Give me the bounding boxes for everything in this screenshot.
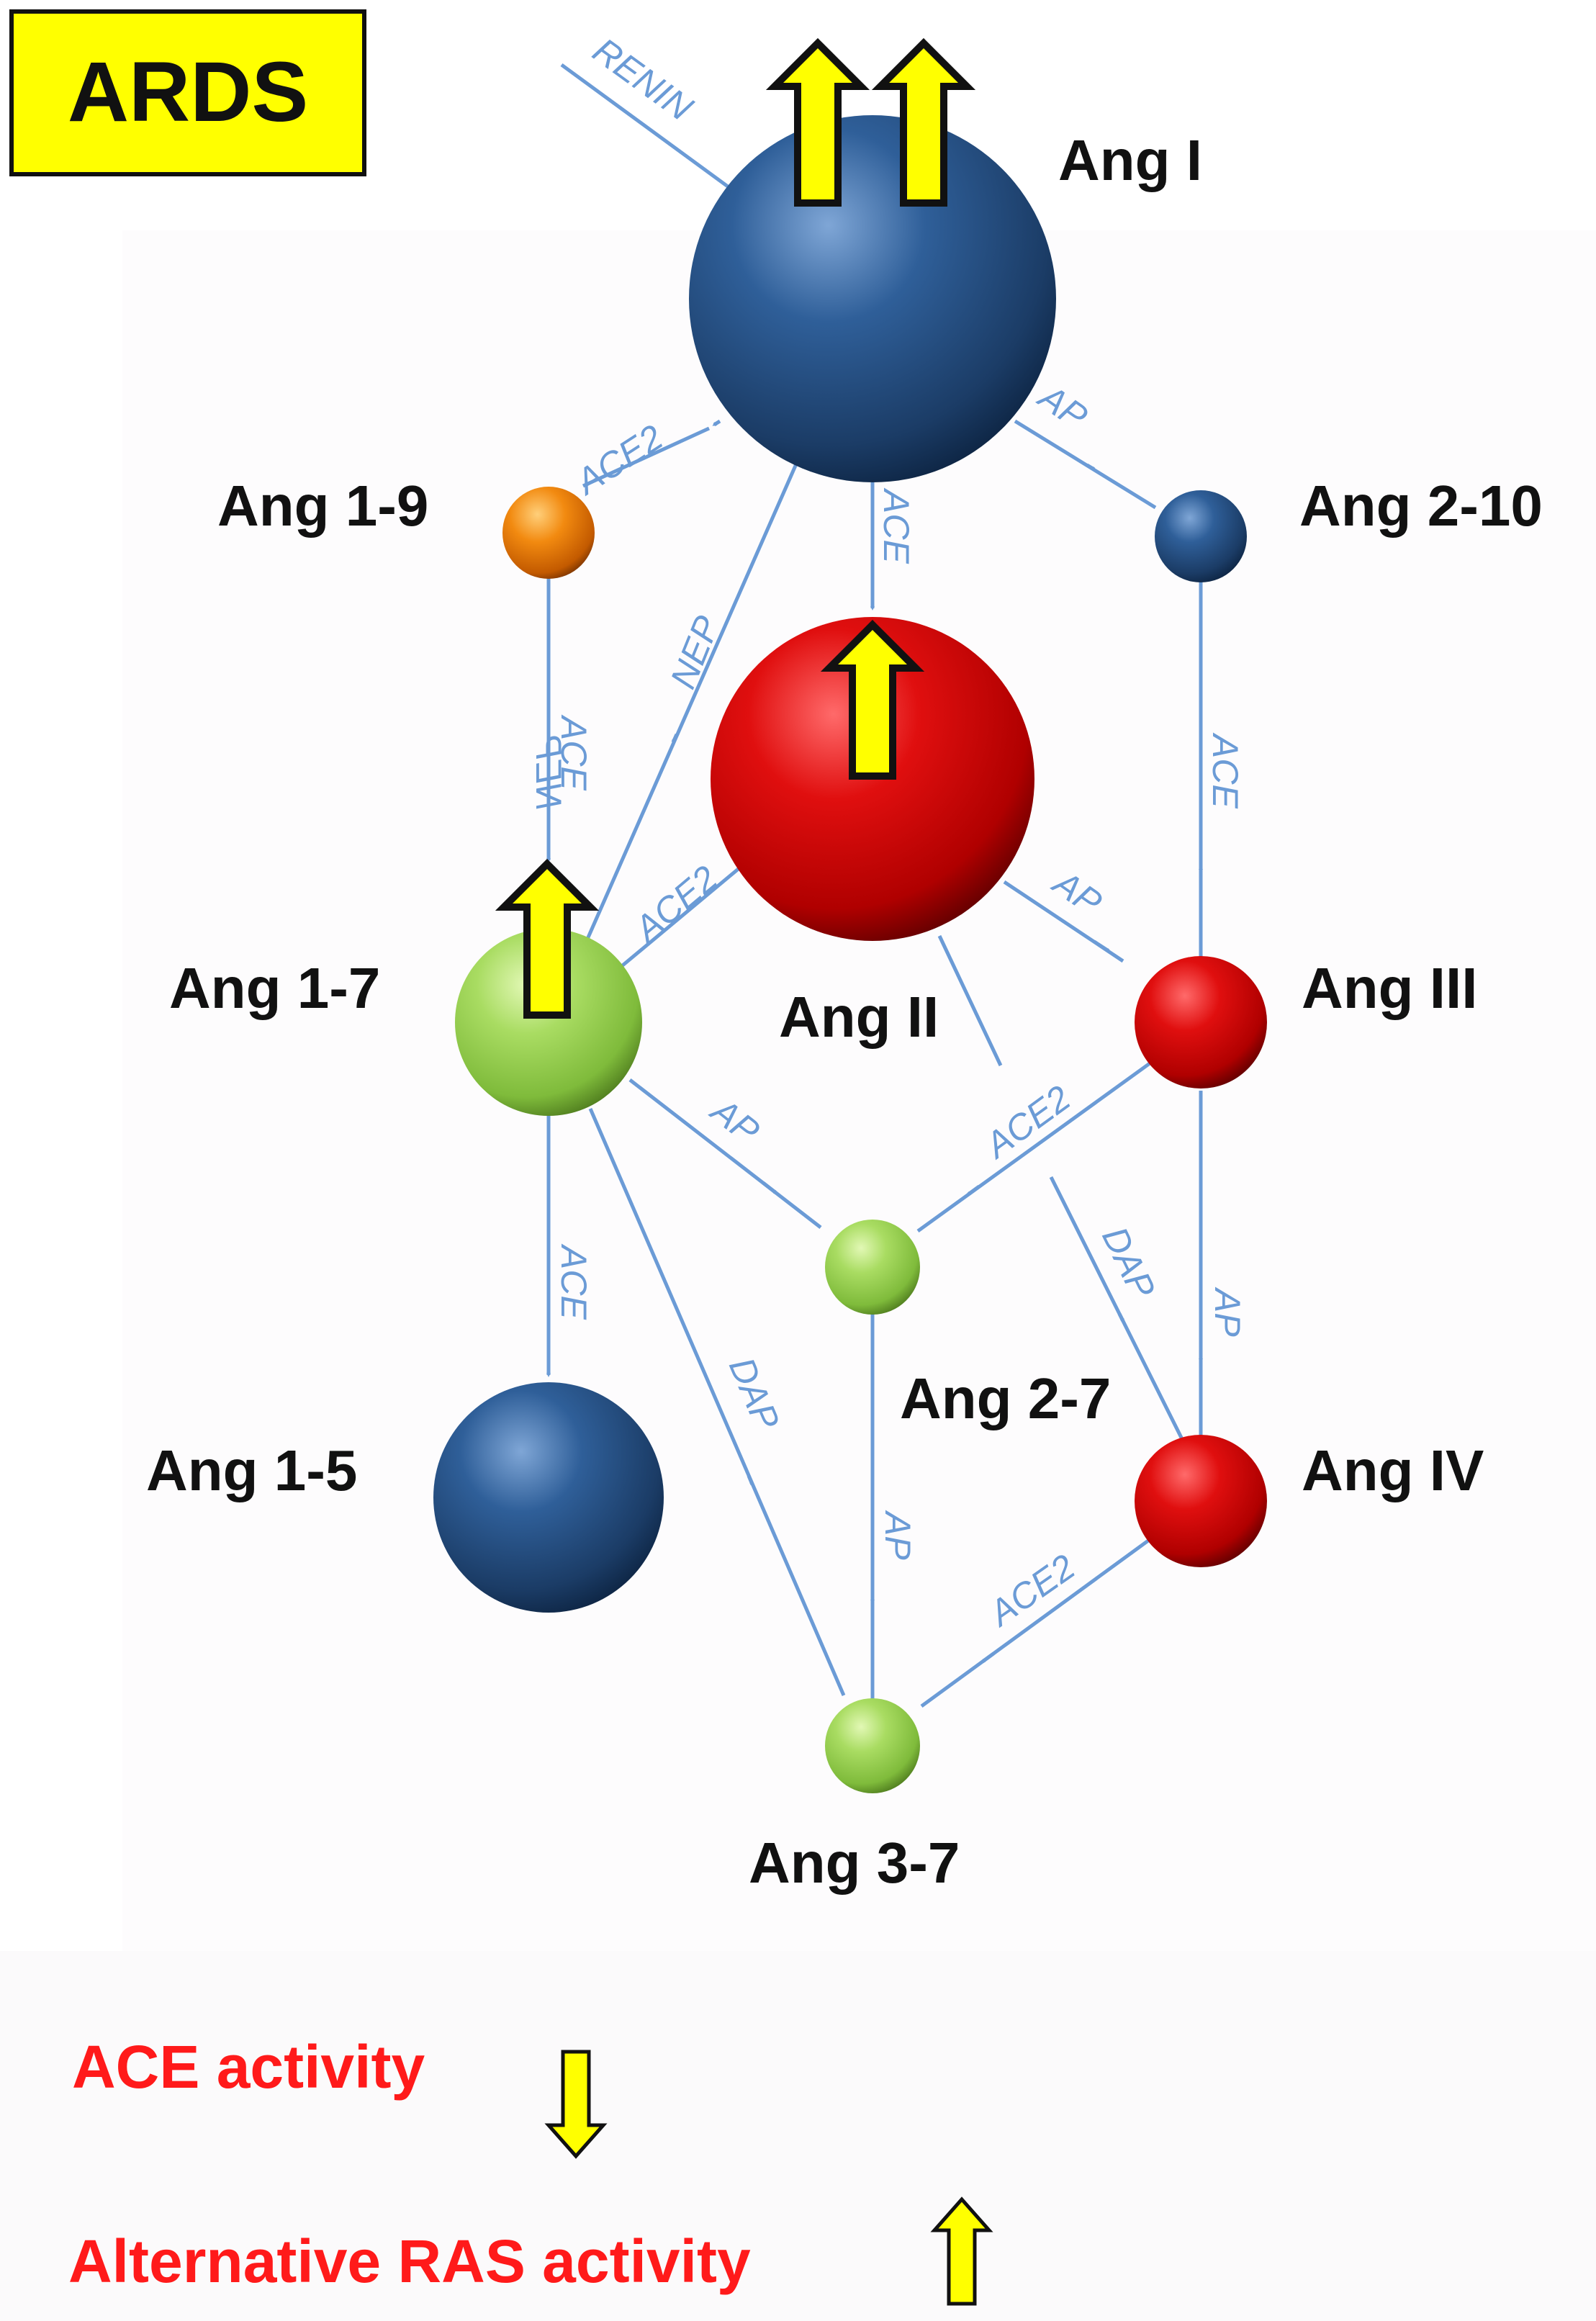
enzyme-ace2-ang4-ang37: ACE2 bbox=[980, 1546, 1083, 1635]
label-ang19: Ang 1-9 bbox=[217, 474, 428, 538]
nodes bbox=[433, 115, 1267, 1793]
node-ang210-sphere bbox=[1155, 490, 1247, 582]
enzyme-ace-ang19-ang17: ACE bbox=[554, 714, 594, 790]
edge-ang1-ang210 bbox=[1014, 419, 1157, 510]
edge-ang17-ang37 bbox=[588, 1108, 846, 1696]
up-arrow-ang1-right-icon bbox=[871, 37, 976, 207]
edge-ang17-ang37-head bbox=[747, 1475, 754, 1487]
enzyme-ace2-ang1-ang19: ACE2 bbox=[567, 417, 670, 503]
edge-ang3-ang27 bbox=[916, 1060, 1153, 1233]
enzyme-nep-ang19-ang17: NEP bbox=[528, 736, 569, 810]
highlight-arrows bbox=[495, 37, 976, 1019]
node-ang19-sphere bbox=[502, 487, 595, 579]
enzyme-ace2-ang2-ang17: ACE2 bbox=[626, 857, 725, 950]
enzyme-dap-ang17-ang37: DAP bbox=[721, 1351, 788, 1436]
pathway-edges bbox=[546, 63, 1203, 1708]
edge-ang1-ang19 bbox=[582, 426, 711, 488]
edge-ang1-ang17 bbox=[581, 459, 800, 950]
node-ang4-sphere bbox=[1135, 1435, 1267, 1567]
edge-ang1-ang210-head bbox=[1086, 463, 1096, 472]
node-ang27-sphere bbox=[825, 1220, 920, 1315]
edge-ang2-ang17 bbox=[617, 859, 750, 970]
node-ang37-sphere bbox=[825, 1698, 920, 1793]
node-ang3-sphere bbox=[1135, 956, 1267, 1089]
legend-background bbox=[0, 1951, 1596, 2321]
enzyme-ap-ang27-ang37: AP bbox=[878, 1510, 918, 1560]
edge-ang4-ang37 bbox=[920, 1538, 1150, 1708]
label-ang4: Ang IV bbox=[1302, 1438, 1484, 1502]
enzyme-ace-ang210-ang3: ACE bbox=[1205, 732, 1245, 808]
enzyme-ace-ang1-ang2: ACE bbox=[876, 487, 916, 564]
ards-badge-box bbox=[9, 9, 366, 176]
edge-ang2-ang3-head bbox=[1093, 939, 1111, 953]
edge-ang2-gap bbox=[937, 934, 1003, 1067]
node-labels: Ang I Ang 1-9 Ang 2-10 Ang II Ang 1-7 An… bbox=[146, 128, 1543, 1895]
label-ang210: Ang 2-10 bbox=[1299, 474, 1543, 538]
down-arrow-icon bbox=[544, 2050, 608, 2159]
enzyme-ap-ang3-ang4: AP bbox=[1207, 1286, 1248, 1337]
enzyme-ap-ang1-ang210: AP bbox=[1030, 375, 1095, 437]
enzyme-nep-ang1-ang17: NEP bbox=[662, 610, 728, 694]
up-arrow-ang1-left-icon bbox=[765, 37, 870, 207]
edge-ang1-ang17-head bbox=[671, 733, 679, 744]
up-arrow-icon bbox=[930, 2196, 993, 2306]
legend: ACE activity Alternative RAS activity bbox=[68, 2033, 993, 2306]
edge-ang17-ang27-head bbox=[762, 1181, 778, 1194]
label-ang37: Ang 3-7 bbox=[749, 1831, 960, 1895]
ards-badge-label: ARDS bbox=[68, 45, 308, 140]
enzyme-dap-ang2-ang4: DAP bbox=[1094, 1220, 1163, 1305]
diagram-background bbox=[122, 230, 1596, 1951]
edge-ang2-ang4-head bbox=[1117, 1312, 1125, 1323]
edge-renin-ang1 bbox=[560, 63, 733, 191]
label-ang27: Ang 2-7 bbox=[900, 1366, 1111, 1430]
legend-ace-activity: ACE activity bbox=[72, 2033, 425, 2101]
node-ang1-sphere bbox=[689, 115, 1056, 482]
label-ang15: Ang 1-5 bbox=[146, 1438, 357, 1502]
label-ang3: Ang III bbox=[1302, 956, 1477, 1020]
label-ang17: Ang 1-7 bbox=[169, 956, 380, 1020]
enzyme-ace-ang17-ang15: ACE bbox=[554, 1243, 594, 1320]
enzyme-renin: RENIN bbox=[586, 30, 700, 129]
edge-ang17-ang27 bbox=[628, 1078, 822, 1229]
node-ang17-sphere bbox=[455, 929, 642, 1116]
edge-ang3-ang27-head bbox=[966, 1184, 980, 1196]
label-ang2: Ang II bbox=[779, 985, 939, 1049]
edge-ang4-ang37-head bbox=[980, 1651, 995, 1664]
ards-badge: ARDS bbox=[9, 9, 366, 176]
up-arrow-ang17-icon bbox=[495, 858, 600, 1019]
node-ang15-sphere bbox=[433, 1382, 664, 1613]
up-arrow-ang2-icon bbox=[820, 619, 925, 780]
edge-ang1-ang19-head bbox=[712, 419, 721, 427]
legend-alternative-ras-activity: Alternative RAS activity bbox=[68, 2227, 751, 2295]
label-ang1: Ang I bbox=[1058, 128, 1202, 192]
